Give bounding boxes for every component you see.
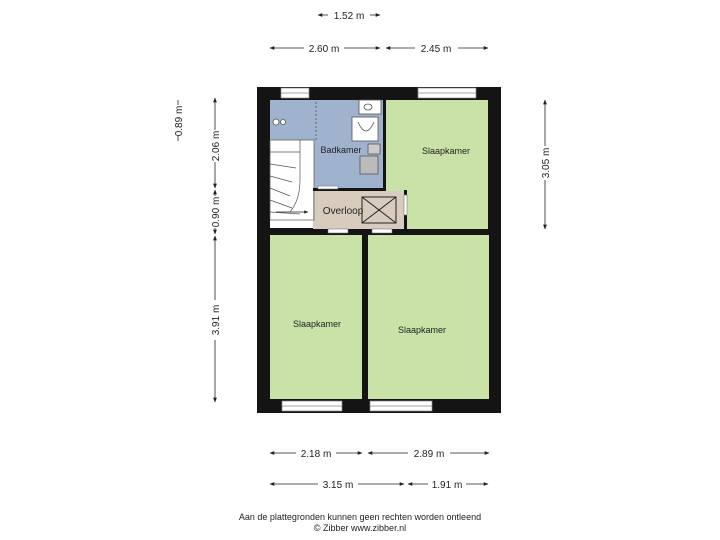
- label-slaapkamer-top-right: Slaapkamer: [422, 146, 470, 156]
- dim-left-2: 2.06 m: [211, 131, 222, 162]
- windows: [280, 87, 477, 412]
- room-slaapkamer-bottom-left: [270, 235, 362, 399]
- room-slaapkamer-bottom-right: [368, 235, 489, 399]
- dim-top-left: 2.60 m: [309, 44, 340, 55]
- dim-left-4: 3.91 m: [211, 305, 222, 336]
- attic-hatch: [361, 196, 397, 224]
- dim-bottom-1-left: 2.18 m: [301, 449, 332, 460]
- dimension-lines: [177, 13, 547, 486]
- dim-left-1: 0.89 m: [174, 106, 185, 137]
- label-slaapkamer-bottom-right: Slaapkamer: [398, 325, 446, 335]
- dim-top-width: 1.52 m: [334, 11, 365, 22]
- label-slaapkamer-bottom-left: Slaapkamer: [293, 319, 341, 329]
- label-badkamer: Badkamer: [320, 145, 361, 155]
- bathroom-fixtures: [272, 99, 382, 175]
- dim-bottom-1-right: 2.89 m: [414, 449, 445, 460]
- stairs: [269, 139, 315, 221]
- doors: [317, 185, 408, 234]
- label-overloop: Overloop: [323, 206, 364, 217]
- dim-right-1: 3.05 m: [541, 148, 552, 179]
- room-stairs: [270, 140, 314, 228]
- disclaimer-footer: Aan de plattegronden kunnen geen rechten…: [0, 512, 720, 534]
- disclaimer-text: Aan de plattegronden kunnen geen rechten…: [238, 512, 482, 522]
- dim-bottom-2-left: 3.15 m: [323, 480, 354, 491]
- dim-left-3: 0.90 m: [211, 197, 222, 228]
- dim-top-right: 2.45 m: [421, 44, 452, 55]
- dim-bottom-2-right: 1.91 m: [432, 480, 463, 491]
- copyright-text: © Zibber www.zibber.nl: [313, 523, 407, 533]
